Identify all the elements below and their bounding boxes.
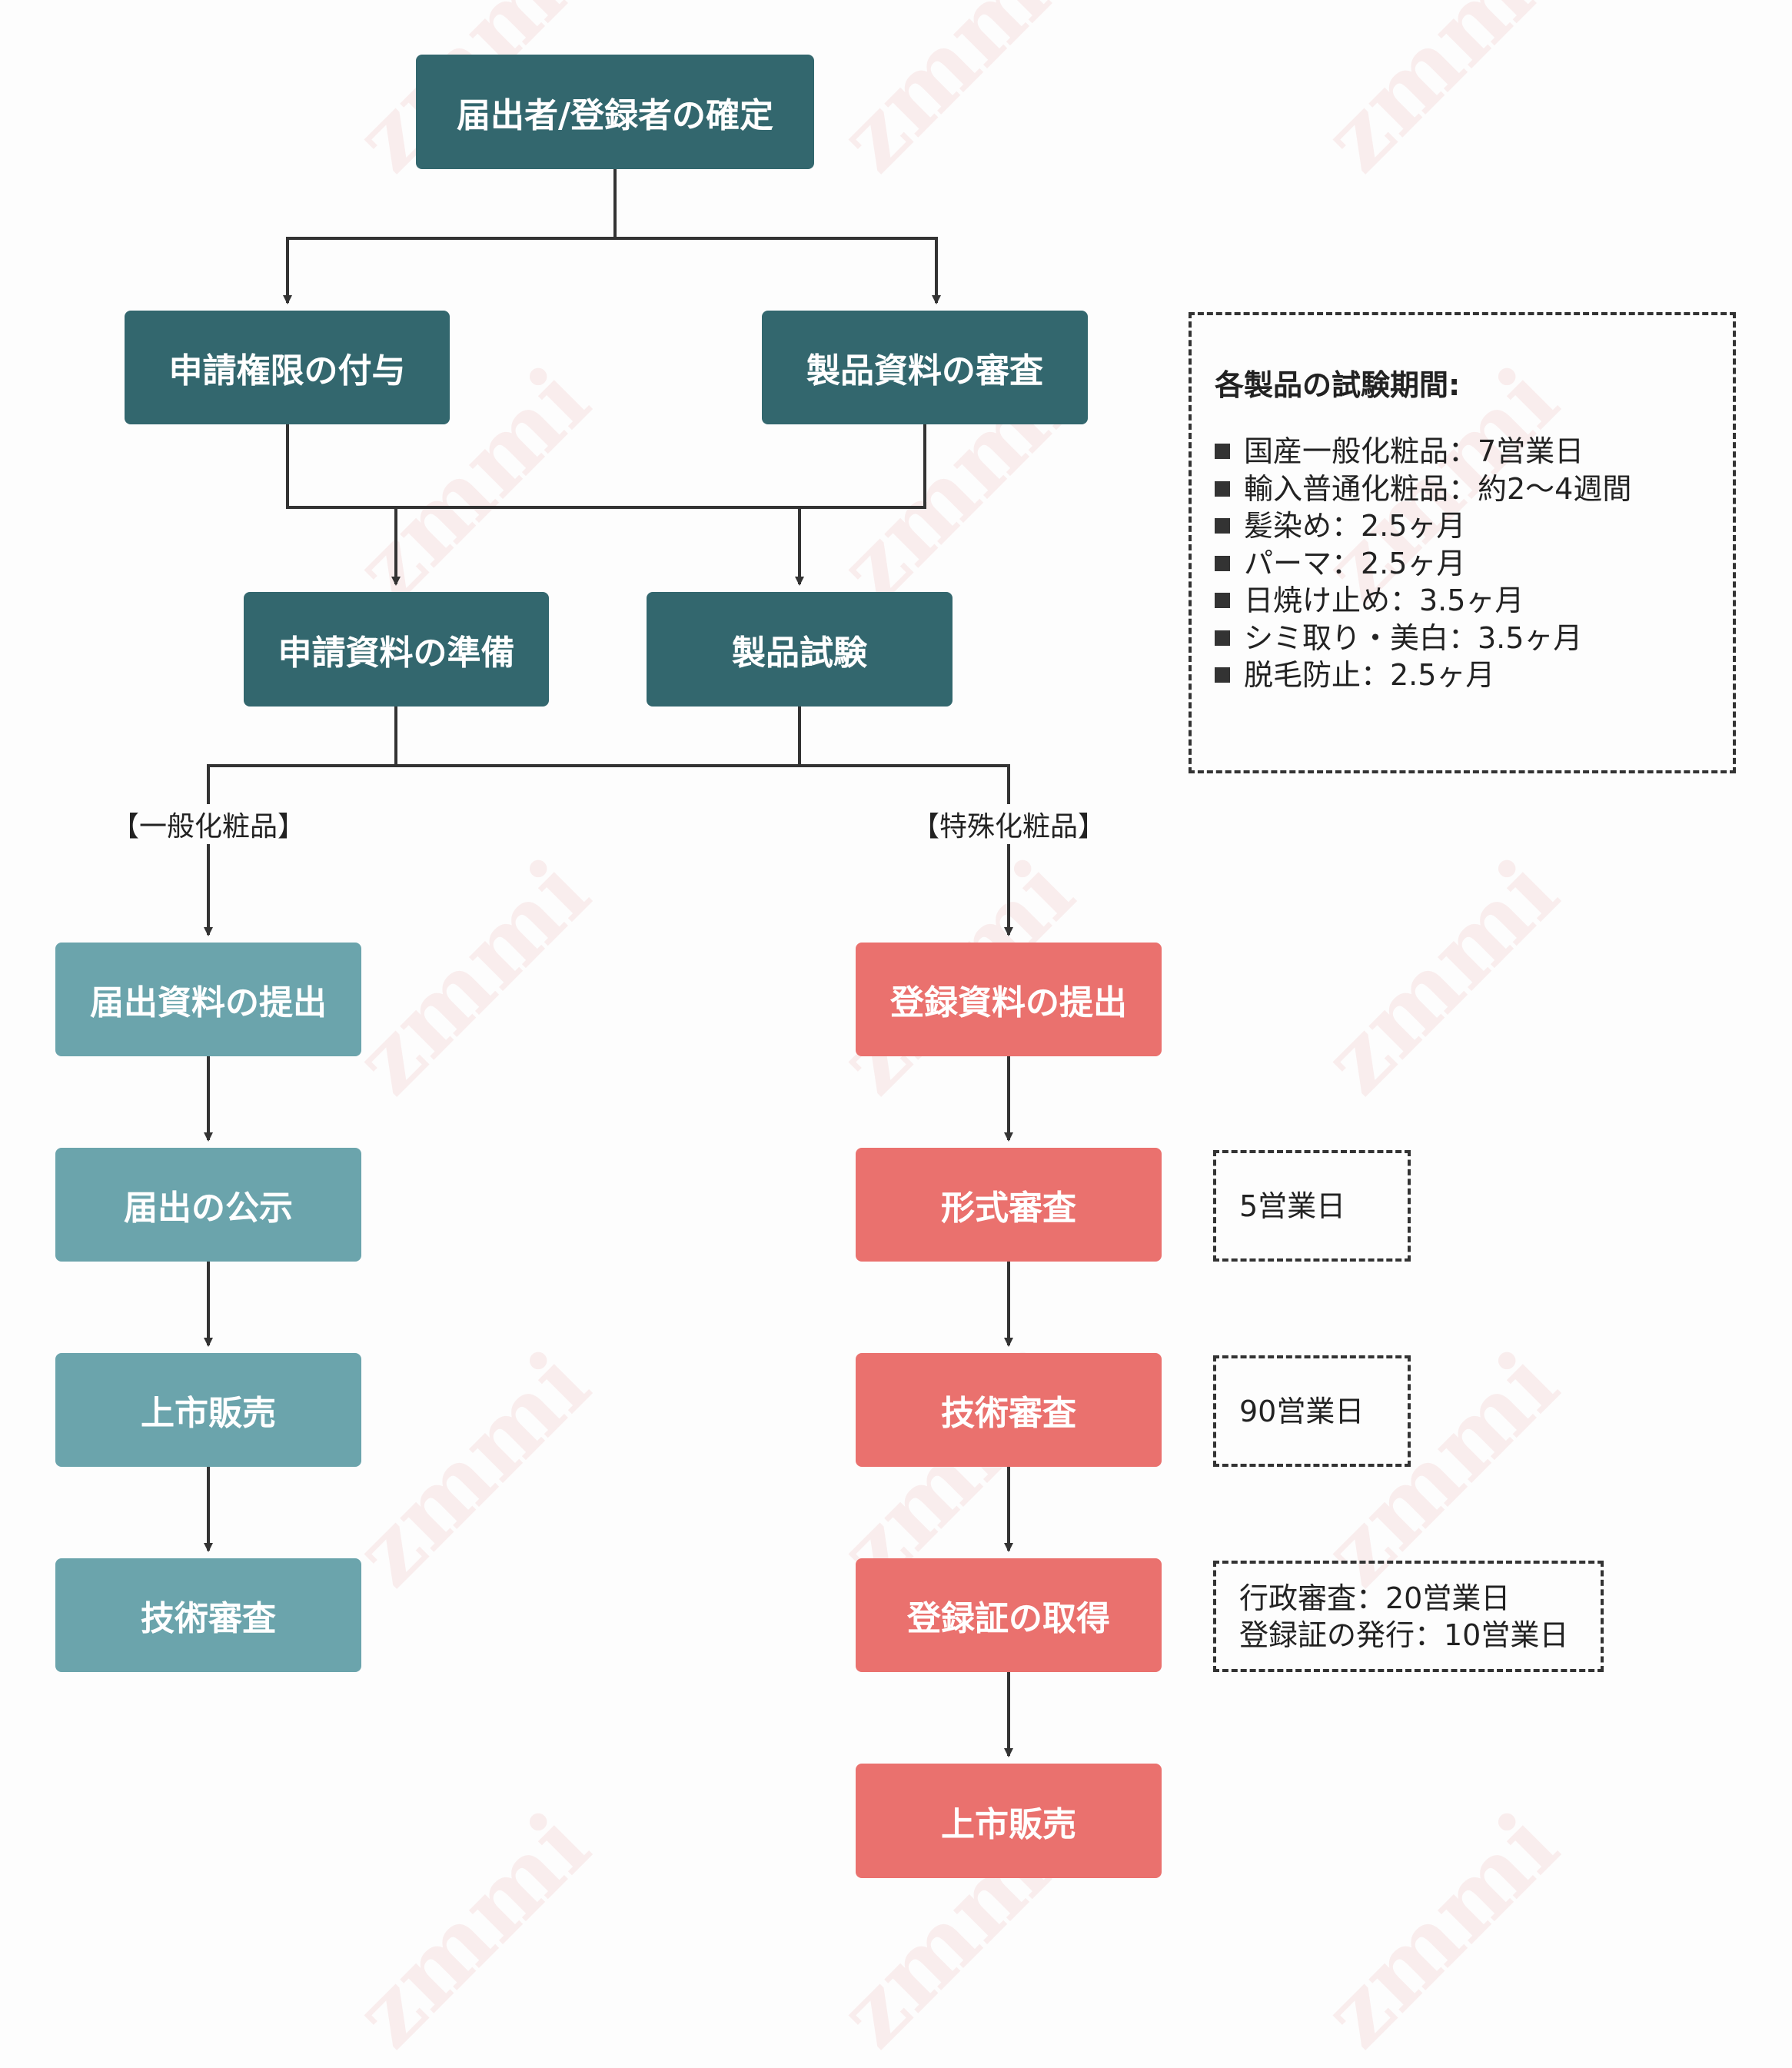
bullet-square-icon bbox=[1215, 630, 1230, 646]
legend-test-periods: 各製品の試験期間: 国産一般化粧品：7営業日 輸入普通化粧品：約2〜4週間 髪染… bbox=[1189, 312, 1736, 773]
legend-item-text: 髪染め：2.5ヶ月 bbox=[1244, 509, 1466, 543]
note-formal-text: 5営業日 bbox=[1239, 1189, 1346, 1223]
legend-item: シミ取り・美白：3.5ヶ月 bbox=[1215, 620, 1710, 657]
legend-item-text: パーマ：2.5ヶ月 bbox=[1244, 546, 1466, 580]
legend-item-text: シミ取り・美白：3.5ヶ月 bbox=[1244, 620, 1583, 655]
legend-item-text: 輸入普通化粧品：約2〜4週間 bbox=[1244, 471, 1632, 506]
bullet-square-icon bbox=[1215, 555, 1230, 571]
legend-item: 国産一般化粧品：7営業日 bbox=[1215, 433, 1710, 470]
branch-label-special: 【特殊化粧品】 bbox=[908, 804, 1109, 844]
legend-item-text: 国産一般化粧品：7営業日 bbox=[1244, 434, 1584, 468]
node-review-docs: 製品資料の審査 bbox=[762, 311, 1088, 424]
legend-item: 日焼け止め：3.5ヶ月 bbox=[1215, 582, 1710, 620]
note-cert-line: 登録証の発行：10営業日 bbox=[1239, 1617, 1569, 1652]
node-g-tech: 技術審査 bbox=[55, 1558, 361, 1672]
legend-list: 国産一般化粧品：7営業日 輸入普通化粧品：約2〜4週間 髪染め：2.5ヶ月 パー… bbox=[1215, 433, 1710, 694]
note-tech-duration: 90営業日 bbox=[1213, 1355, 1411, 1467]
note-tech-text: 90営業日 bbox=[1239, 1394, 1365, 1428]
node-s-cert: 登録証の取得 bbox=[856, 1558, 1162, 1672]
note-formal-duration: 5営業日 bbox=[1213, 1150, 1411, 1262]
node-s-submit: 登録資料の提出 bbox=[856, 943, 1162, 1056]
node-s-tech: 技術審査 bbox=[856, 1353, 1162, 1467]
legend-item: パーマ：2.5ヶ月 bbox=[1215, 545, 1710, 583]
node-authority: 申請権限の付与 bbox=[125, 311, 450, 424]
node-g-submit: 届出資料の提出 bbox=[55, 943, 361, 1056]
bullet-square-icon bbox=[1215, 667, 1230, 683]
node-g-publish: 届出の公示 bbox=[55, 1148, 361, 1262]
legend-item: 輸入普通化粧品：約2〜4週間 bbox=[1215, 470, 1710, 508]
connector-merge bbox=[286, 424, 926, 509]
node-s-market: 上市販売 bbox=[856, 1764, 1162, 1878]
bullet-square-icon bbox=[1215, 518, 1230, 534]
flow-connectors bbox=[204, 169, 1013, 1757]
connector-confirm-split bbox=[286, 169, 938, 240]
bullet-square-icon bbox=[1215, 593, 1230, 609]
node-prepare: 申請資料の準備 bbox=[244, 592, 549, 707]
node-s-formal: 形式審査 bbox=[856, 1148, 1162, 1262]
branch-label-general: 【一般化粧品】 bbox=[108, 804, 309, 844]
legend-item-text: 日焼け止め：3.5ヶ月 bbox=[1244, 583, 1524, 617]
legend-title: 各製品の試験期間: bbox=[1215, 368, 1461, 402]
node-testing: 製品試験 bbox=[647, 592, 953, 707]
bullet-square-icon bbox=[1215, 480, 1230, 497]
legend-item: 髪染め：2.5ヶ月 bbox=[1215, 507, 1710, 545]
note-cert-line: 行政審査：20営業日 bbox=[1239, 1581, 1511, 1615]
legend-item-text: 脱毛防止：2.5ヶ月 bbox=[1244, 658, 1495, 692]
connector-branch-split bbox=[208, 707, 1009, 767]
node-g-market: 上市販売 bbox=[55, 1353, 361, 1467]
node-confirm: 届出者/登録者の確定 bbox=[416, 55, 814, 169]
legend-item: 脱毛防止：2.5ヶ月 bbox=[1215, 657, 1710, 694]
bullet-square-icon bbox=[1215, 444, 1230, 460]
note-cert-duration: 行政審査：20営業日 登録証の発行：10営業日 bbox=[1213, 1561, 1604, 1672]
